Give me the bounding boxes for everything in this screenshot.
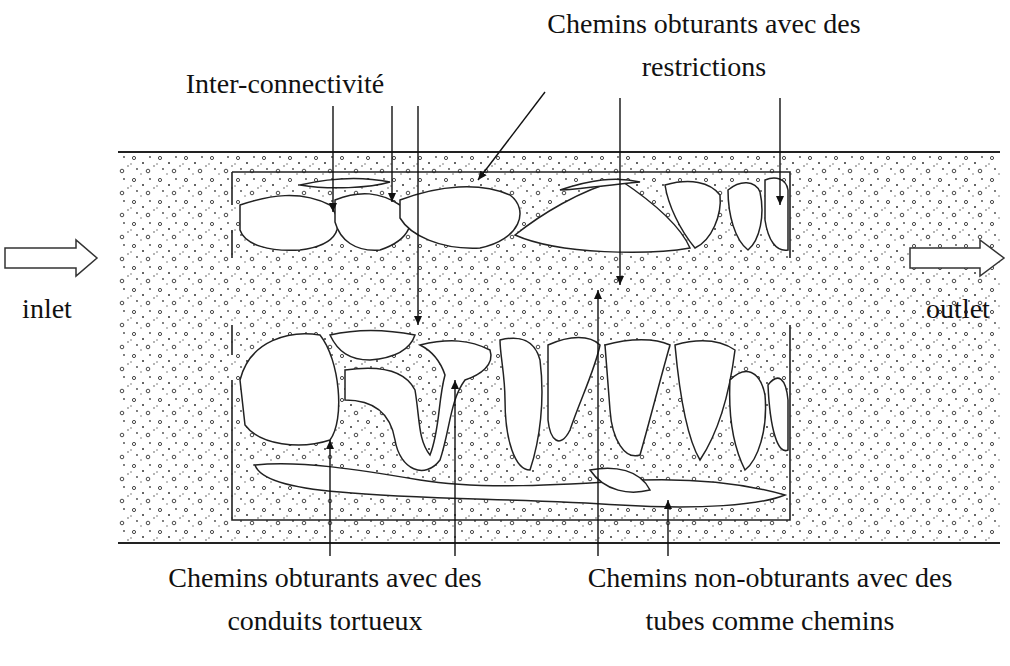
callout-label: Chemins obturants avec des conduits tort…	[160, 556, 490, 643]
inlet-label: inlet	[22, 287, 72, 330]
outlet-label: outlet	[926, 287, 990, 330]
callout-label: Inter-connectivité	[186, 62, 384, 105]
callout-label: Chemins non-obturants avec des tubes com…	[583, 556, 958, 643]
callout-label: Chemins obturants avec des restrictions	[539, 2, 869, 89]
